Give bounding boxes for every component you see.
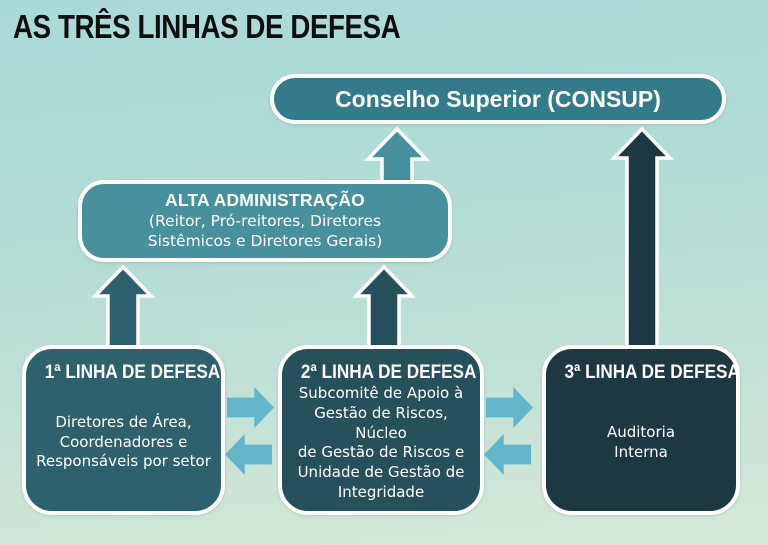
line1-body: Diretores de Área, Coordenadores e Respo… [36, 412, 211, 471]
line2-line1-left-arrow-icon [225, 434, 272, 475]
line1-box: 1ª LINHA DE DEFESA Diretores de Área, Co… [22, 345, 225, 515]
line2-line3-right-arrow-icon [486, 387, 533, 428]
line3-line2-left-arrow-icon [484, 434, 531, 475]
line1-to-alta-arrow-icon [91, 264, 155, 348]
line2-title: 2ª LINHA DE DEFESA [300, 361, 477, 383]
line3-body: Auditoria Interna [606, 422, 676, 461]
line3-title: 3ª LINHA DE DEFESA [564, 361, 740, 383]
line1-title: 1ª LINHA DE DEFESA [44, 361, 221, 383]
consup-label: Conselho Superior (CONSUP) [335, 85, 661, 112]
page-title: AS TRÊS LINHAS DE DEFESA [13, 8, 401, 45]
line2-to-alta-arrow-icon [352, 264, 416, 348]
line3-to-consup-arrow-icon [610, 126, 674, 352]
alta-subtitle: (Reitor, Pró-reitores, Diretores Sistêmi… [147, 212, 383, 250]
line2-box: 2ª LINHA DE DEFESA Subcomitê de Apoio à … [278, 345, 484, 515]
alta-administracao-box: ALTA ADMINISTRAÇÃO (Reitor, Pró-reitores… [78, 180, 452, 262]
line1-line2-right-arrow-icon [227, 387, 274, 428]
consup-box: Conselho Superior (CONSUP) [270, 74, 726, 124]
alta-title: ALTA ADMINISTRAÇÃO [165, 190, 365, 211]
line2-body: Subcomitê de Apoio à Gestão de Riscos, N… [297, 384, 465, 501]
line3-box: 3ª LINHA DE DEFESA Auditoria Interna [542, 345, 740, 515]
alta-to-consup-arrow-icon [364, 126, 430, 186]
